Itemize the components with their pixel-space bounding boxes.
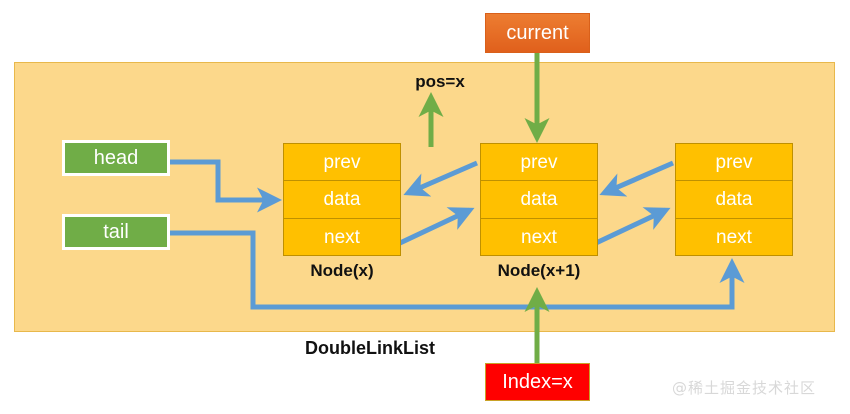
watermark: @稀土掘金技术社区 bbox=[672, 379, 817, 397]
node-x[interactable]: prev data next bbox=[283, 143, 401, 258]
node-x-field-data: data bbox=[283, 180, 401, 219]
node-x-plus-1-next-arrow bbox=[594, 207, 671, 246]
pointer-label-tail: tail bbox=[103, 220, 129, 243]
current-label: current bbox=[506, 21, 569, 44]
node-x-plus-1-prev-arrow bbox=[403, 160, 478, 197]
node-third-field-prev: prev bbox=[675, 143, 793, 182]
node-x-plus-1-field-prev: prev bbox=[480, 143, 598, 182]
index-box[interactable]: Index=x bbox=[485, 363, 590, 401]
current-box[interactable]: current bbox=[485, 13, 590, 53]
index-label: Index=x bbox=[502, 370, 573, 393]
node-x-field-next: next bbox=[283, 217, 401, 256]
node-third-field-data: data bbox=[675, 180, 793, 219]
node-x-field-prev: prev bbox=[283, 143, 401, 182]
node-x-plus-1-field-next: next bbox=[480, 217, 598, 256]
pos-label: pos=x bbox=[415, 72, 465, 91]
tail-to-last-node-arrow bbox=[170, 230, 745, 310]
doublelinklist-label: DoubleLinkList bbox=[305, 338, 435, 358]
node-x-label: Node(x) bbox=[310, 261, 374, 280]
node-x-plus-1-field-data: data bbox=[480, 180, 598, 219]
head-to-node-x-arrow bbox=[170, 159, 282, 213]
node-x-plus-1-label: Node(x+1) bbox=[497, 261, 581, 280]
node-x-next-arrow bbox=[398, 207, 475, 246]
node-third-prev-arrow bbox=[599, 160, 674, 197]
node-third[interactable]: prev data next bbox=[675, 143, 793, 258]
pointer-box-tail[interactable]: tail bbox=[62, 214, 170, 250]
pointer-box-head[interactable]: head bbox=[62, 140, 170, 176]
pointer-label-head: head bbox=[93, 146, 139, 169]
node-x-plus-1[interactable]: prev data next bbox=[480, 143, 598, 258]
node-third-field-next: next bbox=[675, 217, 793, 256]
